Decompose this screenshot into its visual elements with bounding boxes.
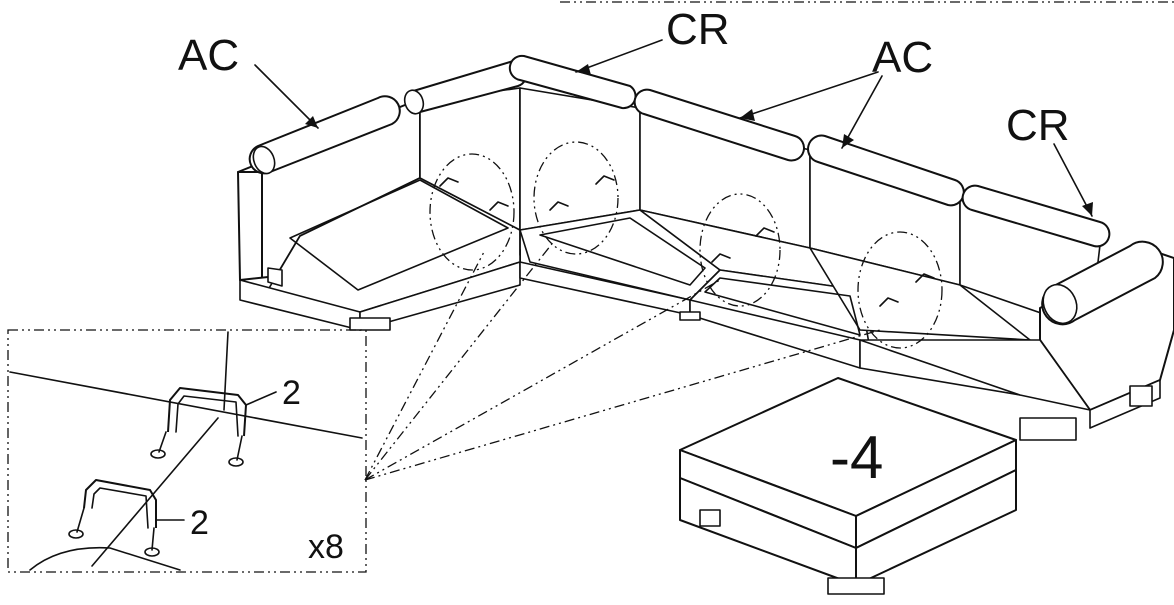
- ac-mid-arrowhead-2: [842, 134, 854, 148]
- upper-peg-hole-left: [150, 449, 166, 459]
- ac-left-arrow: [254, 64, 319, 129]
- cr-top-arrowhead: [576, 64, 591, 75]
- ottoman-base-right: [855, 469, 1017, 586]
- upper-bracket-inner: [175, 395, 239, 437]
- lower-peg-left: [76, 507, 85, 533]
- ac-mid-arrow-1: [739, 71, 879, 119]
- highlight-circle-1: [429, 153, 515, 271]
- label-ac-left: AC: [178, 31, 239, 80]
- bracket-upper-label: 2: [282, 374, 301, 412]
- top-left-roll-end: [403, 89, 425, 115]
- upper-peg-hole-right: [228, 457, 244, 467]
- detail-seam-line: [9, 371, 363, 439]
- detail-edge-curve: [29, 546, 181, 571]
- right-foot: [1019, 417, 1077, 441]
- top-center-roll: [508, 54, 637, 110]
- lower-peg-hole-left: [68, 529, 84, 539]
- left-arm-bolster: [248, 95, 401, 175]
- lower-bracket-inner: [91, 487, 149, 529]
- lower-bracket: [83, 479, 157, 528]
- bracket-mark-3: [711, 227, 775, 263]
- cr-top-arrow: [575, 39, 663, 73]
- bracket-detail-box: 2 2 x8: [7, 329, 367, 573]
- seat-cushion-edge-1: [539, 217, 706, 286]
- bracket-mark-4: [879, 273, 935, 307]
- right-arm-bolster-end: [1042, 283, 1078, 325]
- ac-left-arrowhead: [305, 116, 318, 128]
- highlight-circle-3: [699, 193, 781, 307]
- multiplier-label: x8: [308, 528, 344, 566]
- ottoman-foot-left: [699, 509, 721, 527]
- upper-bracket-leader: [245, 391, 277, 406]
- left-arm-bolster-end: [252, 145, 276, 175]
- bracket-mark-2: [549, 175, 615, 211]
- label-cr-right: CR: [1006, 101, 1070, 150]
- upper-peg-left: [158, 431, 167, 453]
- right-roll: [961, 184, 1111, 248]
- bracket-marks: [439, 175, 935, 307]
- callout-arrows: [254, 39, 1093, 217]
- upper-bracket: [167, 387, 247, 437]
- ottoman-foot-front: [827, 577, 885, 595]
- ac-mid-arrow-2: [841, 75, 883, 149]
- center-roll-3: [807, 134, 965, 207]
- left-foot: [349, 317, 391, 331]
- leader-line-4: [364, 329, 881, 481]
- center-roll-2: [633, 88, 805, 162]
- bracket-mark-1: [439, 177, 509, 211]
- cr-right-arrow: [1053, 143, 1093, 217]
- label-cr-top: CR: [666, 5, 730, 54]
- detail-leader-lines: [364, 239, 881, 481]
- leader-line-2: [364, 239, 556, 481]
- left-seat-cushion-edge: [289, 179, 509, 291]
- highlight-circle-4: [857, 231, 943, 349]
- ottoman: -4: [679, 377, 1017, 595]
- lower-peg-right: [151, 527, 155, 551]
- leader-line-3: [364, 279, 721, 481]
- center-left-back: [519, 87, 641, 231]
- bracket-highlight-circles: [429, 141, 943, 349]
- leader-line-1: [364, 249, 486, 481]
- sofa-body: [237, 87, 1174, 441]
- label-ac-middle: AC: [872, 33, 933, 82]
- bracket-lower-label: 2: [190, 504, 209, 542]
- detail-diagonal-seam: [91, 417, 219, 567]
- right-arm-foot: [1129, 385, 1153, 407]
- left-arm-foot: [267, 267, 283, 287]
- detail-vertical-seam: [223, 331, 229, 411]
- ac-mid-arrowhead-1: [740, 109, 755, 121]
- upper-peg-right: [236, 435, 243, 461]
- center-foot: [679, 311, 701, 321]
- cr-right-arrowhead: [1082, 202, 1093, 216]
- highlight-circle-2: [533, 141, 619, 255]
- ottoman-quantity-mark: -4: [830, 424, 883, 491]
- bolster-cushions: [248, 54, 1164, 326]
